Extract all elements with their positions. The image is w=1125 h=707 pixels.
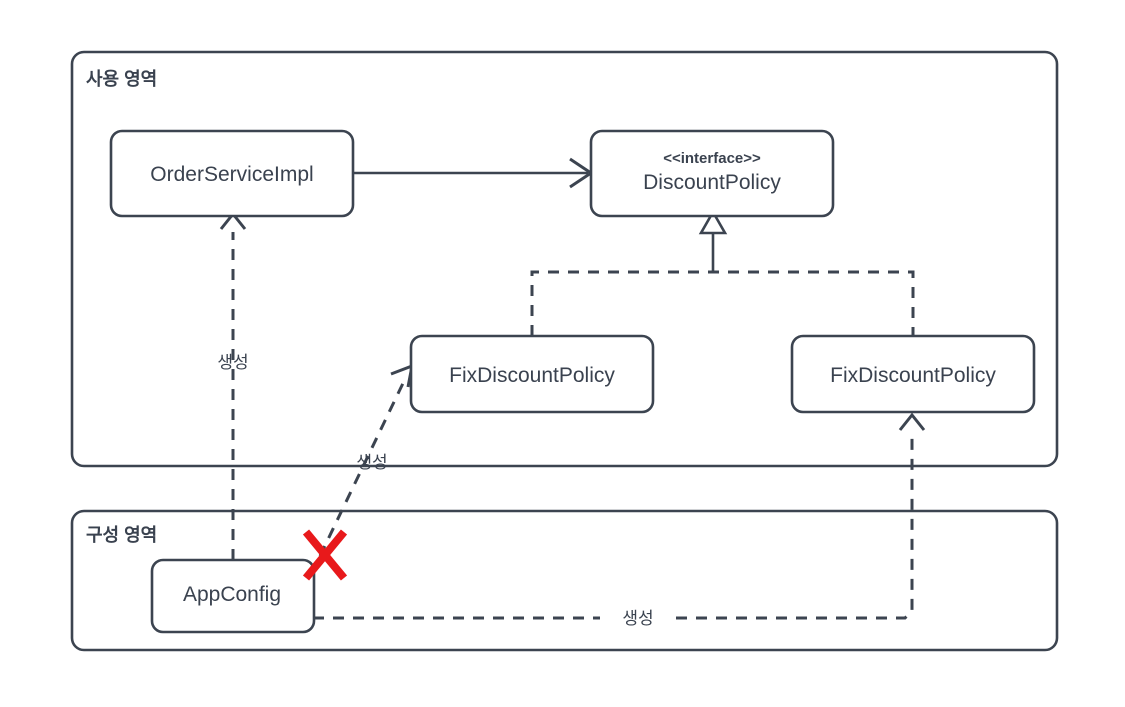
node-label: OrderServiceImpl xyxy=(150,163,313,186)
arrowhead-open xyxy=(898,412,926,431)
edge-label-creation: 생성 xyxy=(622,609,653,628)
cross-out-mark-icon xyxy=(302,529,348,581)
node-box[interactable] xyxy=(150,558,316,634)
node-box[interactable] xyxy=(790,334,1036,414)
edge-line-segment-b xyxy=(676,432,914,620)
node-fix-discount-policy-left[interactable]: FixDiscountPolicy xyxy=(409,334,655,414)
edge-appconfig-creates-fix-right: 생성 xyxy=(313,412,926,628)
node-label: DiscountPolicy xyxy=(643,171,781,194)
node-fix-discount-policy-right[interactable]: FixDiscountPolicy xyxy=(790,334,1036,414)
node-box[interactable] xyxy=(109,129,355,218)
usage-region-title: 사용 영역 xyxy=(86,69,157,89)
edge-label-creation: 생성 xyxy=(217,353,248,372)
node-label: AppConfig xyxy=(183,583,281,606)
node-order-service-impl[interactable]: OrderServiceImpl xyxy=(109,129,355,218)
node-box[interactable] xyxy=(409,334,655,414)
node-label: FixDiscountPolicy xyxy=(830,364,996,387)
node-stereotype: <<interface>> xyxy=(663,150,761,167)
node-discount-policy[interactable]: <<interface>> DiscountPolicy xyxy=(589,129,835,218)
edge-line xyxy=(318,376,408,557)
edge-label-creation: 생성 xyxy=(356,453,387,472)
node-app-config[interactable]: AppConfig xyxy=(150,558,316,634)
node-box[interactable] xyxy=(589,129,835,218)
cross-stroke-b xyxy=(302,529,348,581)
edge-fix-implements-discount xyxy=(530,209,915,336)
config-region-title: 구성 영역 xyxy=(86,525,157,545)
node-label: FixDiscountPolicy xyxy=(449,364,615,387)
arrowhead-hollow-triangle xyxy=(698,209,728,235)
